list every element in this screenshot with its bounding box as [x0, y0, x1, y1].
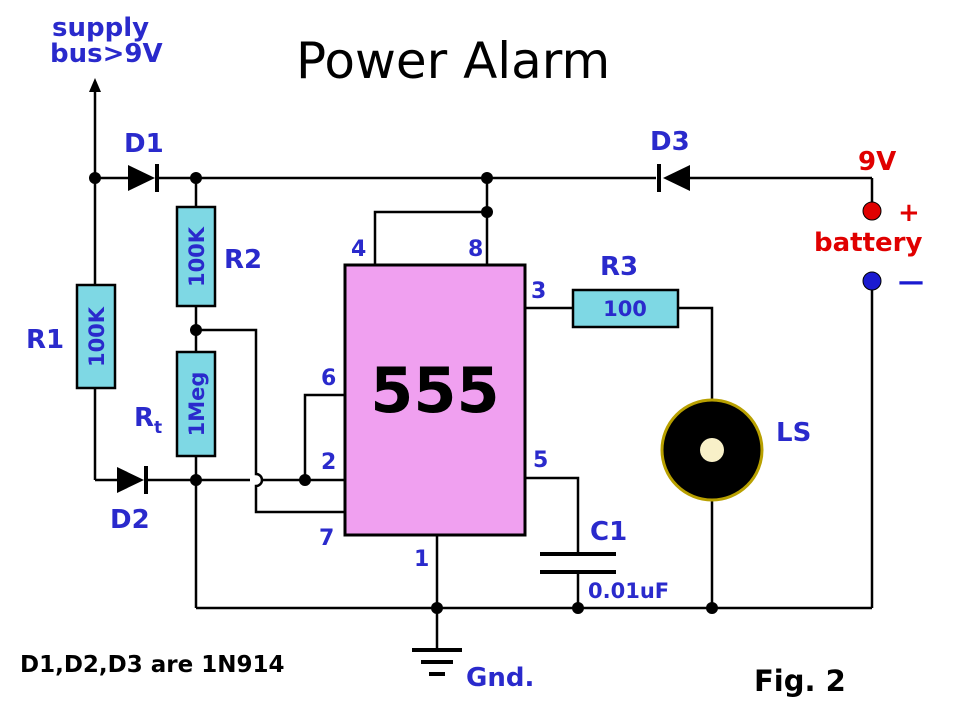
figure-label: Fig. 2	[754, 664, 846, 698]
pin-1-label: 1	[414, 547, 429, 572]
pin-4-label: 4	[351, 237, 366, 262]
ic-555-label: 555	[370, 354, 499, 427]
junction	[89, 172, 101, 184]
wire-pin5	[525, 476, 580, 552]
junction	[190, 474, 202, 486]
diode-note: D1,D2,D3 are 1N914	[20, 652, 285, 678]
junction	[431, 602, 443, 614]
resistor-r2-label: R2	[224, 245, 262, 275]
wire-pin6	[303, 393, 345, 480]
diode-d2: D2	[110, 466, 150, 535]
resistor-r3-body	[571, 288, 680, 329]
resistor-r2-body	[175, 205, 217, 308]
capacitor-c1-label: C1	[590, 517, 627, 547]
supply-arrow	[89, 78, 101, 92]
wire-pin7	[196, 328, 345, 514]
battery-positive-terminal	[862, 201, 882, 221]
junction	[299, 474, 311, 486]
battery-plus-sign: +	[898, 198, 920, 228]
diode-d3-label: D3	[650, 127, 690, 157]
resistor-r1-label: R1	[26, 325, 64, 355]
diode-d1: D1	[124, 129, 164, 192]
pin-6-label: 6	[321, 366, 336, 391]
ic-555: 555 4 8 3 6 2 7 5 1	[319, 237, 548, 572]
speaker-label: LS	[776, 418, 811, 448]
battery: 9V + battery —	[814, 147, 924, 297]
resistor-rt: 1Meg Rt	[134, 350, 217, 458]
capacitor-c1: C1 0.01uF	[540, 517, 669, 603]
junction	[190, 172, 202, 184]
resistor-r3: 100 R3	[571, 252, 680, 329]
ic-555-body	[343, 263, 527, 537]
resistor-rt-value: 1Meg	[185, 372, 209, 437]
pin-3-label: 3	[531, 279, 546, 304]
resistor-r1-body	[75, 283, 117, 390]
battery-negative-terminal	[862, 271, 882, 291]
pin-7-label: 7	[319, 526, 334, 551]
resistor-r1: 100K R1	[26, 283, 117, 390]
battery-minus-sign: —	[898, 267, 924, 297]
pin-8-label: 8	[468, 237, 483, 262]
diode-d2-label: D2	[110, 505, 150, 535]
speaker-ls: LS	[660, 398, 811, 502]
diode-d3: D3	[650, 127, 690, 192]
diode-d1-label: D1	[124, 129, 164, 159]
ground: Gnd.	[412, 648, 534, 693]
battery-label: battery	[814, 228, 922, 258]
junction	[572, 602, 584, 614]
junction	[481, 172, 493, 184]
ground-label: Gnd.	[466, 663, 534, 693]
diode-d2-symbol	[117, 467, 144, 493]
wire-pin4	[373, 210, 487, 265]
junctions	[89, 172, 718, 614]
junction	[706, 602, 718, 614]
title: Power Alarm	[296, 32, 610, 90]
pin-2-label: 2	[321, 450, 336, 475]
resistor-r2-value: 100K	[185, 226, 209, 287]
speaker-core	[700, 438, 724, 462]
resistor-r2: 100K R2	[175, 205, 262, 308]
pin-5-label: 5	[533, 448, 548, 473]
battery-voltage: 9V	[858, 147, 896, 177]
diode-d1-symbol	[128, 165, 155, 191]
resistor-r3-label: R3	[600, 252, 638, 282]
diode-d3-symbol	[663, 165, 690, 191]
wire-r3-ls	[678, 306, 714, 400]
junction	[190, 324, 202, 336]
resistor-rt-label: Rt	[134, 403, 162, 438]
supply-label-line1: supply	[52, 13, 149, 43]
capacitor-c1-value: 0.01uF	[588, 579, 669, 603]
junction	[481, 206, 493, 218]
resistor-rt-body	[175, 350, 217, 458]
resistor-r3-value: 100	[603, 297, 647, 321]
supply-label-line2: bus>9V	[50, 39, 163, 69]
resistor-r1-value: 100K	[85, 306, 109, 367]
